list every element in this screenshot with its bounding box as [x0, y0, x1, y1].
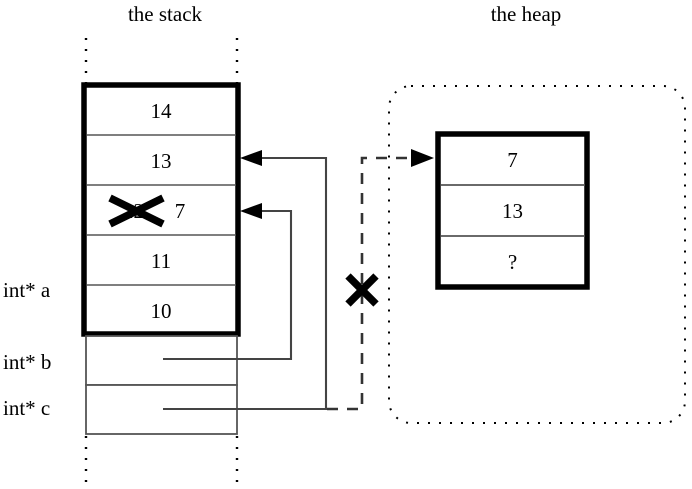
stack-cell-value-2: 7: [174, 199, 186, 223]
stack-cell-value-1: 13: [150, 149, 172, 173]
heap-cell-value-2: ?: [507, 250, 518, 274]
cross-mark-old-value: [108, 194, 165, 228]
heap-cell-value-1: 13: [502, 199, 523, 223]
stack-pointer-slots: [85, 335, 238, 435]
pointer-b-arrowhead: [240, 203, 262, 219]
stack-cell-value-3: 11: [150, 249, 172, 273]
heap-cell-value-0: 7: [507, 148, 518, 172]
stack-frame-box: [81, 82, 241, 337]
stack-cell-value-0: 14: [150, 99, 172, 123]
stack-title: the stack: [127, 2, 203, 26]
variable-label-a: int* a: [3, 278, 51, 302]
variable-label-c: int* c: [3, 396, 51, 420]
cross-mark-dangling-pointer: [345, 273, 379, 307]
variable-label-b: int* b: [3, 350, 52, 374]
stack-extent-dotted-bottom: [84, 436, 239, 489]
stack-cell-struck-value-2: 12: [123, 199, 144, 223]
pointer-c-arrowhead: [240, 150, 262, 166]
stack-extent-dotted-top: [84, 38, 239, 84]
heap-title: the heap: [490, 2, 562, 26]
heap-region-boundary: [388, 85, 686, 424]
dangling-pointer-dashed: [327, 156, 418, 411]
heap-block-box: [435, 131, 590, 290]
pointer-c-arrow: [163, 156, 328, 411]
pointer-b-arrow: [163, 209, 293, 361]
stack-cell-value-4: 10: [150, 299, 172, 323]
dangling-pointer-arrowhead: [411, 149, 434, 167]
